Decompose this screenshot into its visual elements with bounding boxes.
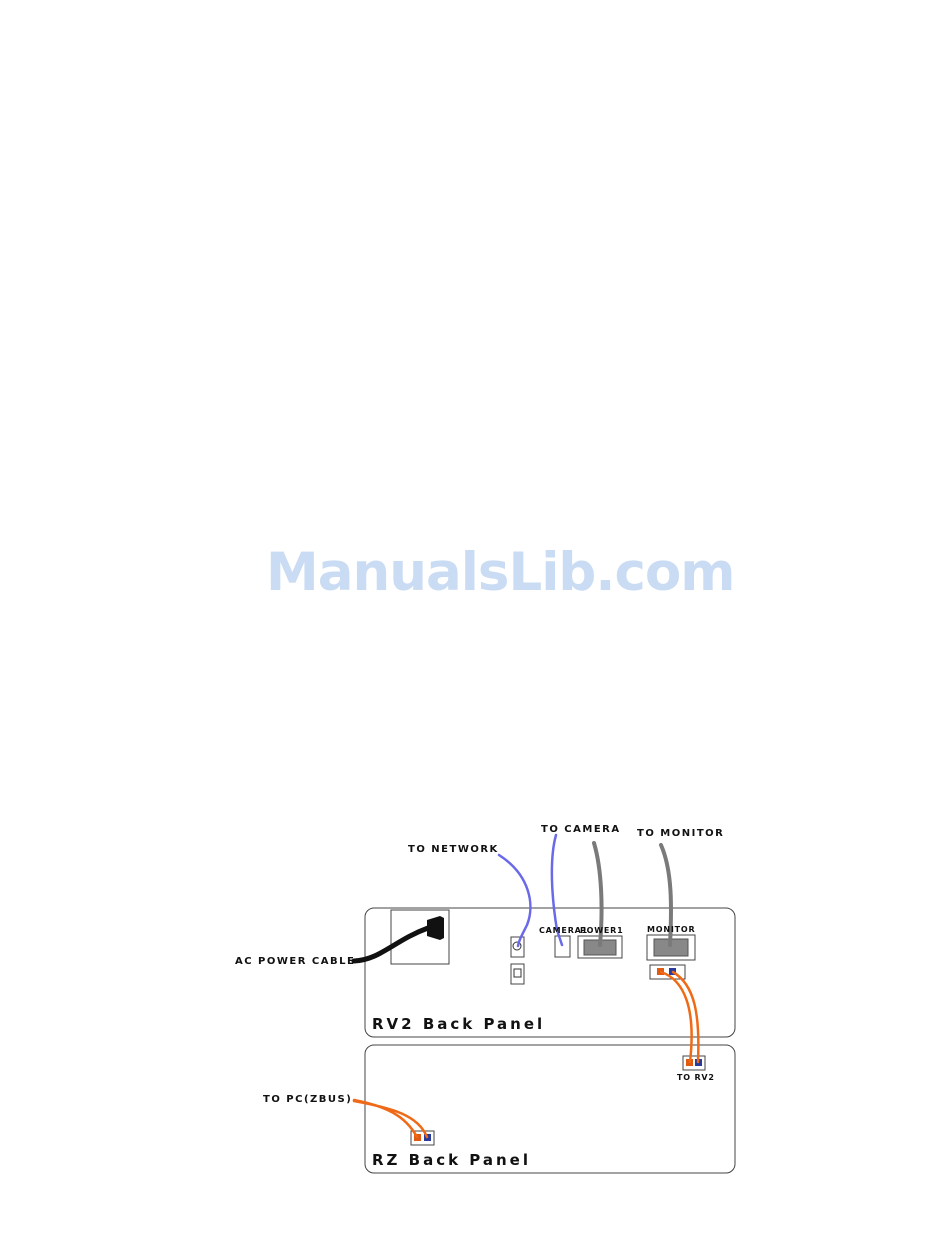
to-rv2-label: To RV2 bbox=[677, 1073, 715, 1082]
ac-power-cable-label: AC Power Cable bbox=[235, 956, 355, 967]
camera1-port bbox=[555, 936, 570, 957]
to-camera-label: To Camera bbox=[541, 824, 621, 835]
rz-panel-title: RZ Back Panel bbox=[372, 1151, 531, 1169]
rv2-panel-title: RV2 Back Panel bbox=[372, 1015, 545, 1033]
to-pc-label: To PC(zBUS) bbox=[263, 1094, 352, 1105]
to-network-label: To Network bbox=[408, 844, 499, 855]
network-port-bottom bbox=[511, 964, 524, 984]
to-monitor-label: To Monitor bbox=[637, 828, 724, 839]
power1-port-label: Power1 bbox=[580, 926, 623, 935]
monitor-port-label: Monitor bbox=[647, 925, 695, 934]
